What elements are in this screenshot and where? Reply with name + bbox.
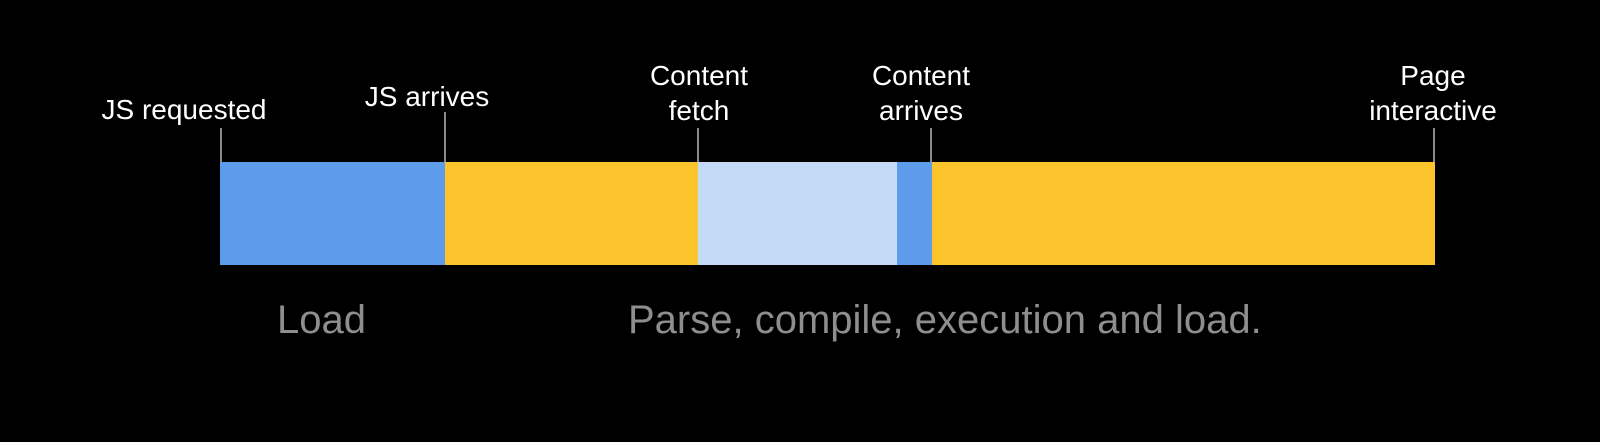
milestone-tick-js-requested: [220, 128, 222, 162]
bar-segment-4: [897, 162, 932, 265]
phase-label-parse-compile-execution-load: Parse, compile, execution and load.: [628, 298, 1262, 342]
milestone-tick-content-arrives: [930, 128, 932, 162]
milestone-label-js-arrives: JS arrives: [364, 81, 490, 112]
phase-label-load: Load: [277, 298, 366, 342]
milestone-label-content-fetch: Content fetch: [649, 60, 749, 126]
milestone-tick-content-fetch: [697, 128, 699, 162]
bar-segment-1: [220, 162, 445, 265]
bar-segment-5: [932, 162, 1435, 265]
bar-segment-2: [445, 162, 698, 265]
milestone-tick-page-interactive: [1433, 128, 1435, 162]
milestone-label-js-requested: JS requested: [101, 94, 267, 125]
milestone-label-page-interactive: Page interactive: [1369, 60, 1497, 126]
bar-segment-3: [698, 162, 897, 265]
milestone-label-content-arrives: Content arrives: [871, 60, 971, 126]
timeline-bar: [220, 162, 1435, 265]
milestone-tick-js-arrives: [444, 112, 446, 162]
